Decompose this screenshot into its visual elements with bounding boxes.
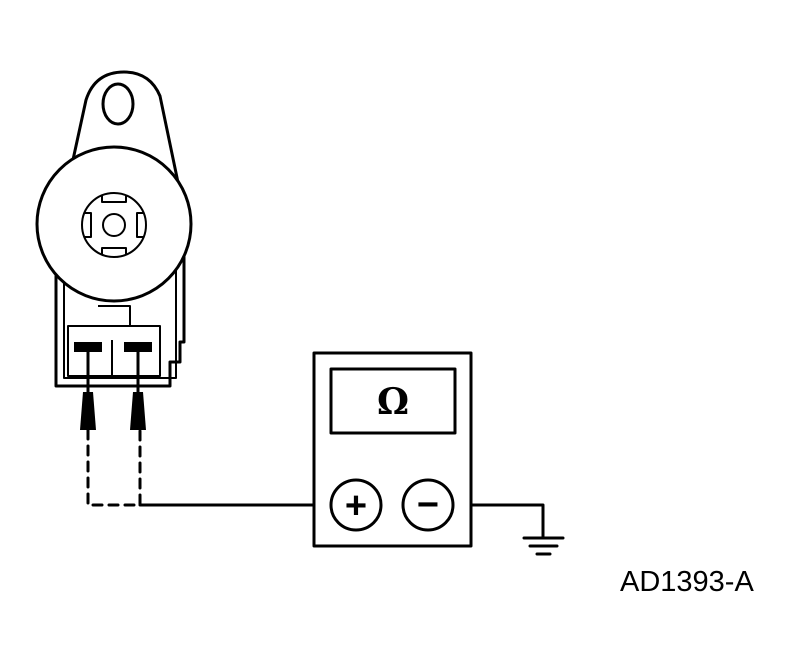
terminal-right: [124, 342, 152, 352]
negative-sign: −: [417, 484, 439, 526]
positive-terminal: [329, 478, 383, 532]
mounting-hole: [101, 82, 135, 126]
meter-display: [329, 367, 457, 435]
jumper-dashed: [86, 428, 142, 507]
sensor-face: [35, 145, 193, 303]
figure-id-label: AD1393-A: [620, 566, 754, 598]
ohm-symbol: Ω: [377, 381, 409, 423]
ohmmeter: Ω + −: [312, 351, 473, 548]
positive-sign: +: [345, 485, 367, 527]
probe-tip-right: [130, 392, 146, 430]
probe-tip-left: [80, 392, 96, 430]
terminal-left: [74, 342, 102, 352]
connector-latch: [98, 305, 131, 326]
wire-to-ground: [454, 503, 545, 540]
negative-terminal: [401, 478, 455, 532]
sensor-notches: [84, 195, 144, 255]
probe-leads: [80, 350, 146, 507]
sensor-center: [102, 213, 126, 237]
ground-symbol: [522, 536, 565, 556]
sensor: [35, 70, 193, 388]
sensor-ring: [81, 192, 147, 258]
